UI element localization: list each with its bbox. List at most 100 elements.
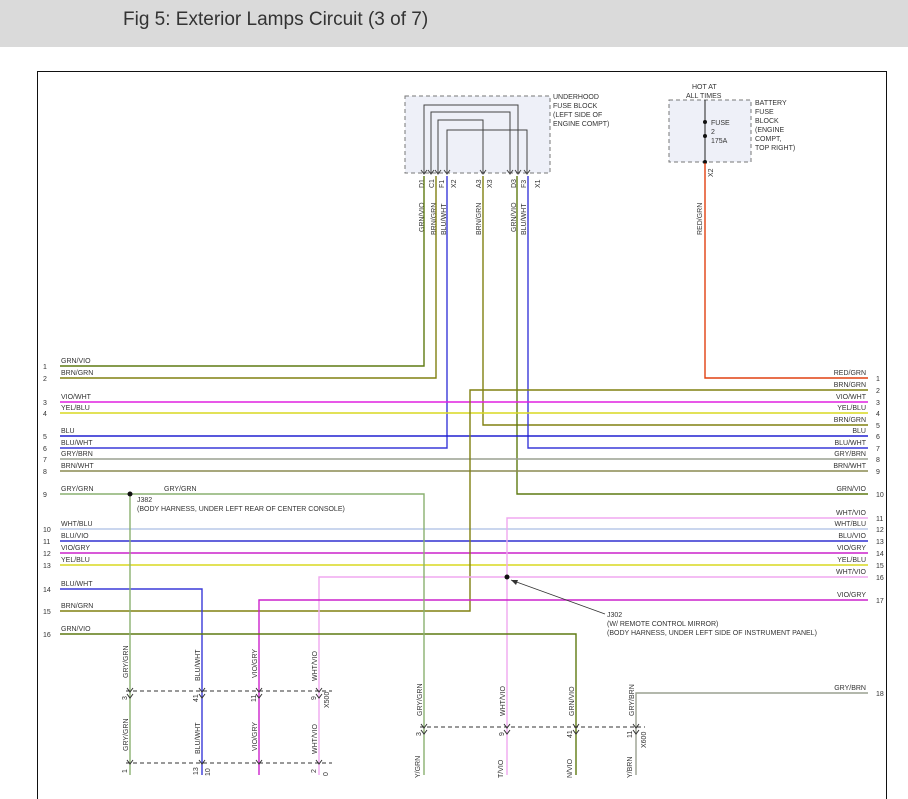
right-row-number: 4	[876, 411, 880, 418]
left-row-number: 11	[43, 539, 50, 546]
left-row-number: 6	[43, 446, 47, 453]
figure-title: Fig 5: Exterior Lamps Circuit (3 of 7)	[123, 9, 429, 30]
wire-vio-gry-row17	[258, 599, 868, 775]
underhood-pin-d3: D3	[511, 179, 518, 188]
fuse-label: FUSE	[711, 120, 730, 127]
right-row-number: 5	[876, 423, 880, 430]
hot-at-label: HOT AT	[692, 84, 717, 91]
right-row-label: VIO/GRY	[837, 592, 866, 599]
x500-pin-1: 3	[122, 696, 129, 700]
wire-wht-vio-row11-down	[506, 517, 868, 775]
right-row-label: YEL/BLU	[837, 557, 866, 564]
right-row-number: 11	[876, 516, 883, 523]
right-row-number: 17	[876, 598, 884, 605]
x500-bottom-wire-2: BLU/WHT	[195, 722, 202, 754]
underhood-wire-label-d3: GRN/VIO	[511, 202, 518, 232]
underhood-pin-f1: F1	[439, 180, 446, 188]
diagram-frame	[37, 71, 887, 799]
x600-top-wire-2: WHT/VIO	[500, 686, 507, 716]
x500-bottom-wire-1: GRY/GRN	[123, 718, 130, 751]
left-row-label: BLU	[61, 428, 75, 435]
left-row-label: BLU/WHT	[61, 440, 93, 447]
right-row-number: 8	[876, 457, 880, 464]
underhood-wire-label-c1: BRN/GRN	[431, 203, 438, 235]
left-row-number: 1	[43, 364, 47, 371]
underhood-label-1: UNDERHOOD	[553, 94, 599, 101]
right-row-number: 15	[876, 563, 884, 570]
right-row-number: 16	[876, 575, 884, 582]
right-row-label: GRY/BRN	[834, 685, 866, 692]
left-row-number: 3	[43, 400, 47, 407]
underhood-pin-f3: F3	[521, 180, 528, 188]
battery-label-3: BLOCK	[755, 118, 779, 125]
fuse-number: 2	[711, 129, 715, 136]
j302-desc-1: (W/ REMOTE CONTROL MIRROR)	[607, 621, 718, 628]
right-row-number: 9	[876, 469, 880, 476]
left-row-label: YEL/BLU	[61, 405, 90, 412]
left-row-number: 8	[43, 469, 47, 476]
x600-pin-2: 9	[499, 732, 506, 736]
splice-j302-callout: J302 (W/ REMOTE CONTROL MIRROR) (BODY HA…	[510, 579, 817, 637]
battery-label-5: COMPT,	[755, 136, 782, 143]
wire-blu-wht-row14	[60, 588, 203, 775]
underhood-pin-x3: X3	[487, 179, 494, 188]
j382-desc: (BODY HARNESS, UNDER LEFT REAR OF CENTER…	[137, 506, 345, 513]
x500-pin-4: 9	[311, 696, 318, 700]
right-row-number: 10	[876, 492, 884, 499]
right-row-label: BRN/WHT	[833, 463, 866, 470]
battery-wire-label: RED/GRN	[697, 203, 704, 235]
right-row-label: GRN/VIO	[836, 486, 866, 493]
splice-j382-callout: GRY/GRN J382 (BODY HARNESS, UNDER LEFT R…	[137, 486, 345, 513]
splice-j382-dot	[127, 491, 133, 497]
battery-pin-x2: X2	[708, 168, 715, 177]
left-row-label: GRN/VIO	[61, 358, 91, 365]
connector-x500: GRY/GRN BLU/WHT VIO/GRY WHT/VIO 3 41 11 …	[122, 645, 332, 776]
x500-pin-2: 41	[193, 694, 200, 702]
underhood-pin-a3: A3	[476, 179, 483, 188]
battery-label-2: FUSE	[755, 109, 774, 116]
left-row-number: 13	[43, 563, 51, 570]
x500-pin-3: 11	[251, 695, 258, 702]
left-row-number: 5	[43, 434, 47, 441]
wire-blu-wht-right7	[527, 176, 868, 449]
underhood-wire-label-d1: GRN/VIO	[419, 202, 426, 232]
right-row-number: 1	[876, 376, 880, 383]
x500-bottom-pin-4: 2	[311, 769, 318, 773]
x600-pin-1: 3	[416, 732, 423, 736]
x500-name: X500	[324, 692, 331, 708]
right-row-number: 7	[876, 446, 880, 453]
wire-brn-grn-right5	[482, 176, 868, 426]
right-row-label: BLU/VIO	[838, 533, 866, 540]
x600-pin-3: 41	[567, 730, 574, 738]
left-row-number: 16	[43, 632, 51, 639]
j302-desc-2: (BODY HARNESS, UNDER LEFT SIDE OF INSTRU…	[607, 630, 817, 637]
right-row-label: VIO/WHT	[836, 394, 867, 401]
x600-top-wire-4: GRY/BRN	[629, 684, 636, 716]
x600-bottom-snip-1: Y/GRN	[415, 756, 422, 778]
battery-label-4: (ENGINE	[755, 127, 785, 134]
underhood-pin-x2: X2	[451, 179, 458, 188]
right-row-label: WHT/BLU	[835, 521, 867, 528]
j302-id: J302	[607, 612, 622, 619]
x500-bottom-wire-4: WHT/VIO	[312, 724, 319, 754]
wire-blu-wht-left6	[60, 176, 448, 449]
x500-top-wire-4: WHT/VIO	[312, 651, 319, 681]
underhood-pin-c1: C1	[429, 179, 436, 188]
wire-gry-grn-row9	[60, 493, 425, 775]
left-row-label: GRN/VIO	[61, 626, 91, 633]
underhood-label-3: (LEFT SIDE OF	[553, 112, 602, 119]
x600-bottom-snip-4: Y/BRN	[627, 757, 634, 778]
x500-bottom-wire-3: VIO/GRY	[252, 722, 259, 751]
x600-name: X600	[641, 732, 648, 748]
underhood-wire-label-f3: BLU/WHT	[521, 203, 528, 235]
right-row-label: GRY/BRN	[834, 451, 866, 458]
figure-header: Fig 5: Exterior Lamps Circuit (3 of 7)	[0, 0, 908, 47]
right-row-number: 2	[876, 388, 880, 395]
right-row-label: BLU	[852, 428, 866, 435]
x600-top-wire-3: GRN/VIO	[569, 686, 576, 716]
left-row-number: 14	[43, 587, 51, 594]
left-row-label: BRN/GRN	[61, 370, 93, 377]
all-times-label: ALL TIMES	[686, 93, 722, 100]
j382-wire-label: GRY/GRN	[164, 486, 197, 493]
